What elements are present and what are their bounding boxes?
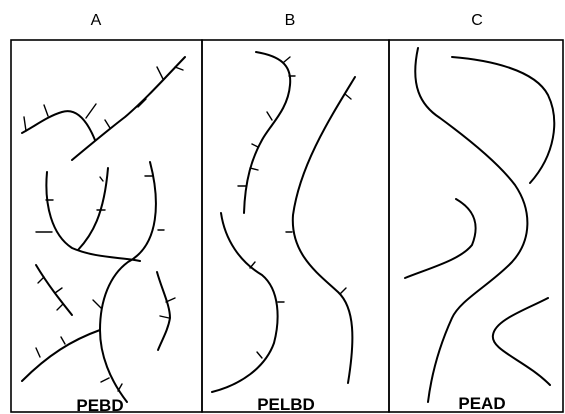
panel-c-header: C: [471, 12, 483, 29]
chain-b3: [212, 213, 278, 392]
branch-b2c: [340, 288, 346, 294]
chain-a3: [46, 172, 140, 261]
branch-a1a: [24, 117, 26, 131]
chain-a8: [157, 272, 170, 350]
branch-b1d: [252, 144, 258, 147]
panel-a-header: A: [91, 12, 102, 29]
panel-c-label: PEAD: [458, 394, 505, 413]
branch-a6b: [61, 337, 65, 344]
branch-b3a: [250, 262, 255, 268]
branch-a5e: [118, 384, 122, 391]
branch-b1c: [267, 112, 272, 120]
branch-b2a: [345, 94, 351, 99]
panel-b-frame: [202, 40, 389, 412]
panel-c-chains: [405, 48, 554, 402]
branch-a7a: [38, 277, 44, 283]
panel-b-label: PELBD: [257, 395, 315, 414]
chain-c4: [493, 298, 550, 385]
branch-a8b: [160, 316, 169, 318]
branch-a7b: [55, 288, 62, 293]
chain-c3: [405, 199, 476, 278]
chain-a2: [72, 57, 185, 160]
branch-a7c: [57, 304, 63, 310]
branch-a5c: [93, 300, 101, 308]
branch-b3c: [257, 352, 262, 358]
panel-a-chains: [22, 57, 185, 402]
chain-a1: [22, 111, 95, 140]
branch-a6a: [36, 348, 40, 357]
chain-a4: [78, 168, 108, 250]
branch-b1a: [284, 57, 290, 62]
chain-b1: [244, 52, 290, 213]
branch-b1e: [250, 168, 258, 170]
panel-a-label: PEBD: [76, 396, 123, 414]
branch-a1c: [86, 104, 96, 118]
panel-b-chains: [212, 52, 355, 392]
branch-a5d: [101, 378, 109, 382]
chain-a5: [100, 162, 156, 402]
panel-b-header: B: [285, 12, 296, 29]
chain-b2: [293, 77, 355, 383]
branch-a1b: [44, 105, 48, 116]
branch-a2c: [157, 67, 163, 79]
branch-a2d: [175, 67, 183, 70]
branch-a4b: [100, 177, 103, 181]
chain-a7: [36, 265, 72, 315]
chain-c2: [452, 57, 554, 183]
branch-a2a: [105, 120, 110, 128]
chain-c1: [415, 48, 527, 402]
